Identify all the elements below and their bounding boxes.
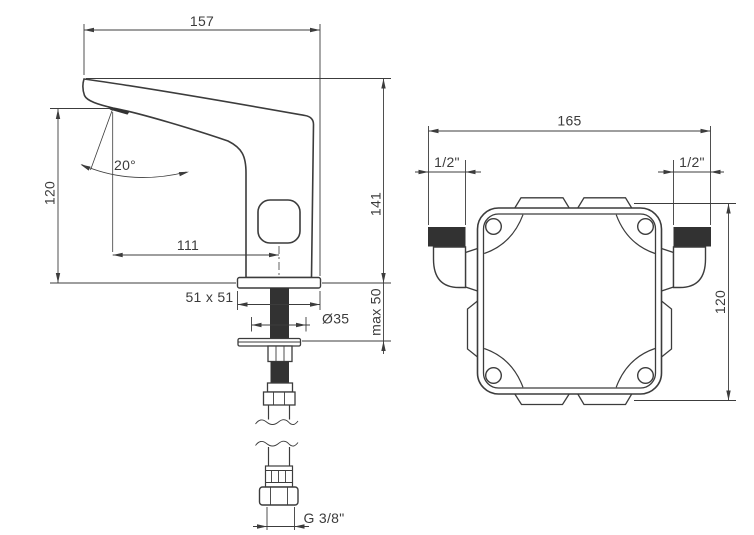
- screw-hole-top-left: [485, 217, 503, 235]
- arrow-51-right: [310, 302, 320, 307]
- hose-break-line-bottom: [255, 440, 299, 447]
- arrow-angle-right: [178, 171, 189, 177]
- dim-label-box-height: 120: [712, 290, 728, 314]
- arrow-box-120-bottom: [726, 390, 731, 401]
- screw-hole-bottom-left: [485, 367, 503, 385]
- tab-bottom-right: [576, 392, 634, 406]
- faucet-body-outline: [82, 78, 315, 279]
- dim-label-inlet-left: 1/2": [434, 154, 460, 170]
- arrow-120-top: [55, 109, 61, 119]
- inlet-elbow-left: [432, 246, 467, 289]
- hose-break-line-top: [255, 419, 299, 426]
- arrow-angle-left: [80, 164, 91, 171]
- arrow-box-120-top: [726, 203, 731, 214]
- angle-slanted-reference: [90, 107, 114, 171]
- arrow-141-bottom: [381, 273, 386, 283]
- dim-label-max-counter: max 50: [368, 288, 384, 336]
- tab-side-left: [466, 300, 478, 358]
- inlet-nipple-left: [428, 227, 466, 247]
- supply-hose-lower: [267, 447, 291, 466]
- screw-boss-bottom-right: [615, 347, 656, 388]
- screw-boss-top-left: [484, 214, 524, 255]
- control-box-top-view: [428, 197, 711, 406]
- screw-boss-top-right: [615, 214, 656, 255]
- hose-end-nut: [258, 486, 299, 506]
- screw-hole-bottom-right: [637, 367, 655, 385]
- mounting-nut: [267, 345, 293, 363]
- arrow-157-left: [84, 27, 94, 33]
- arrow-g38-right: [294, 524, 305, 529]
- dim-label-spout-reach: 157: [190, 13, 214, 29]
- arrow-half-left-a: [418, 169, 429, 175]
- arrow-120-bottom: [55, 273, 61, 283]
- arrow-g38-left: [257, 524, 267, 529]
- arrow-165-left: [428, 128, 439, 134]
- control-box-dimensions: [415, 126, 736, 401]
- sensor-window: [257, 199, 301, 244]
- arrow-d35-right: [296, 322, 306, 328]
- arrow-141-top: [381, 78, 386, 89]
- inlet-nipple-right: [673, 227, 711, 247]
- box-outer-shell: [476, 207, 663, 395]
- dim-label-supply-thread: G 3/8": [304, 510, 345, 526]
- mounting-rod-upper: [270, 288, 289, 339]
- tab-top-right: [576, 197, 634, 210]
- lower-flange: [237, 337, 302, 347]
- dim-label-mount-hole: Ø35: [322, 311, 349, 327]
- tab-bottom-left: [513, 392, 571, 406]
- arrow-165-right: [700, 128, 711, 134]
- inlet-stub-right: [661, 247, 675, 292]
- angle-arc: [81, 164, 187, 178]
- base-plate: [236, 276, 322, 289]
- screw-hole-top-right: [637, 217, 655, 235]
- arrow-max50-bottom: [381, 341, 386, 351]
- arrow-111-right: [269, 252, 279, 258]
- dim-label-spout-angle: 20°: [114, 157, 136, 173]
- hose-fitting: [262, 382, 296, 406]
- tab-top-left: [513, 197, 571, 210]
- dim-label-box-width: 165: [557, 113, 581, 129]
- arrow-d35-left: [251, 322, 262, 328]
- crimp-sleeve: [264, 465, 294, 488]
- inlet-elbow-right: [672, 246, 707, 289]
- inlet-stub-left: [464, 247, 478, 292]
- arrow-111-left: [112, 252, 123, 258]
- arrow-157-right: [310, 27, 320, 33]
- dim-label-total-height: 141: [368, 192, 384, 216]
- supply-hose-upper: [267, 405, 291, 420]
- arrow-51-left: [237, 302, 248, 307]
- mounting-rod-lower: [270, 361, 289, 383]
- screw-boss-bottom-left: [484, 347, 524, 388]
- arrow-half-right-a: [663, 169, 674, 175]
- tab-side-right: [661, 300, 673, 358]
- dim-label-base-plate: 51 x 51: [185, 289, 233, 305]
- arrow-half-left-b: [465, 169, 476, 175]
- dim-label-sensor-offset: 111: [177, 237, 199, 253]
- arrow-half-right-b: [710, 169, 721, 175]
- dim-label-spout-height: 120: [42, 181, 58, 205]
- faucet-dimensions: [50, 24, 391, 530]
- faucet-side-view: [82, 78, 322, 506]
- dim-label-inlet-right: 1/2": [679, 154, 705, 170]
- box-lid: [482, 213, 657, 389]
